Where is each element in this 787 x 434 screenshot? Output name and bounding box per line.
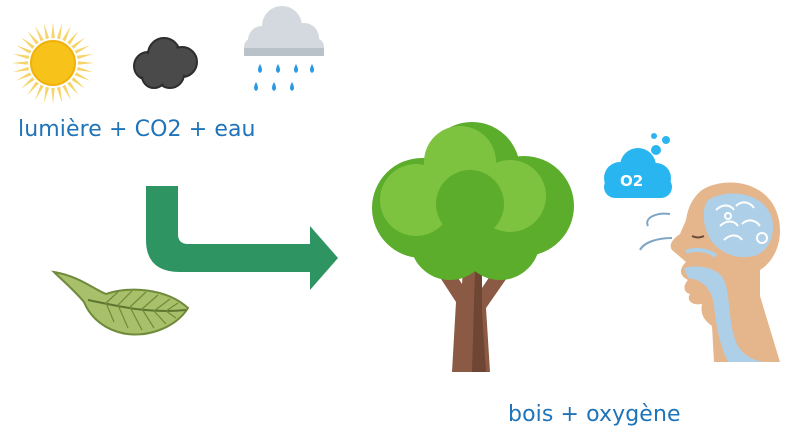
sun-ray xyxy=(56,86,63,103)
sun-ray xyxy=(20,77,35,89)
arrow-icon xyxy=(140,186,340,292)
inputs-label: lumière + CO2 + eau xyxy=(18,117,256,142)
oxygen-cloud-icon: O2 xyxy=(594,132,684,208)
breathing-head-icon xyxy=(664,176,784,362)
sun-ray xyxy=(76,53,93,60)
sun-ray xyxy=(67,30,79,45)
sun-ray xyxy=(27,30,39,45)
sun-ray xyxy=(74,72,90,81)
sun-icon xyxy=(10,20,96,106)
sun-ray xyxy=(35,26,44,42)
leaf-icon xyxy=(48,266,198,342)
tree-icon xyxy=(360,112,584,374)
sun-ray xyxy=(71,77,86,89)
sun-ray xyxy=(71,37,86,49)
outputs-label: bois + oxygène xyxy=(508,402,681,427)
sun-ray xyxy=(35,84,44,100)
oxygen-cloud-text: O2 xyxy=(620,172,644,190)
sun-ray xyxy=(74,45,90,54)
sun-ray xyxy=(13,53,30,60)
breath-lines-icon xyxy=(630,208,674,254)
sun-ray xyxy=(13,66,30,73)
sun-ray xyxy=(12,61,29,65)
sun-ray xyxy=(62,26,71,42)
sun-ray xyxy=(51,87,55,104)
sun-ray xyxy=(51,22,55,39)
sun-ray xyxy=(16,72,32,81)
sun-ray xyxy=(16,45,32,54)
sun-ray xyxy=(67,81,79,96)
sun-ray xyxy=(43,86,50,103)
sun-ray xyxy=(56,23,63,40)
sun-ray xyxy=(77,61,94,65)
rain-cloud-icon xyxy=(230,2,330,102)
sun-ray xyxy=(76,66,93,73)
sun-ray xyxy=(20,37,35,49)
sun-ray xyxy=(27,81,39,96)
co2-cloud-icon xyxy=(128,32,202,92)
sun-ray xyxy=(43,23,50,40)
sun-ray xyxy=(62,84,71,100)
